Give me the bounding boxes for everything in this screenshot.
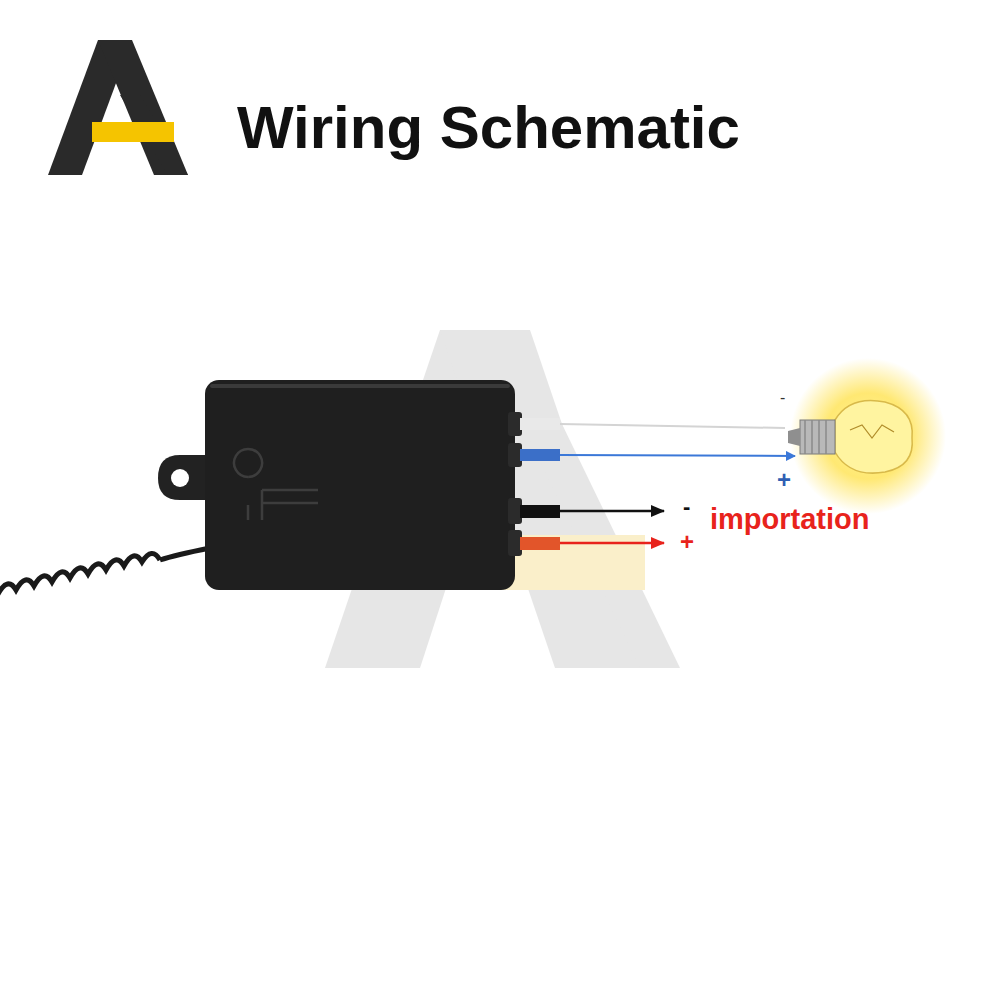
relay-housing [205, 380, 515, 590]
red-wire-stub [520, 537, 560, 550]
input-note: importation [710, 505, 870, 534]
polarity-sign: - [683, 496, 690, 518]
polarity-sign: + [777, 468, 791, 492]
page-title: Wiring Schematic [237, 98, 740, 158]
blue-wire [560, 455, 795, 456]
white-wire [560, 424, 785, 428]
relay-lid-edge [210, 384, 510, 388]
wire-grommets [508, 412, 522, 556]
mounting-tab [158, 455, 210, 500]
white-wire-stub [520, 418, 560, 430]
antenna-coil [0, 548, 210, 596]
learn-button [234, 449, 318, 520]
light-bulb [788, 358, 946, 514]
blue-wire-stub [520, 449, 560, 461]
polarity-sign: + [680, 530, 694, 554]
black-wire-stub [520, 505, 560, 518]
red-arrow [560, 542, 664, 545]
brand-logo [48, 40, 188, 175]
polarity-sign: - [780, 390, 785, 406]
black-arrow [560, 510, 664, 513]
